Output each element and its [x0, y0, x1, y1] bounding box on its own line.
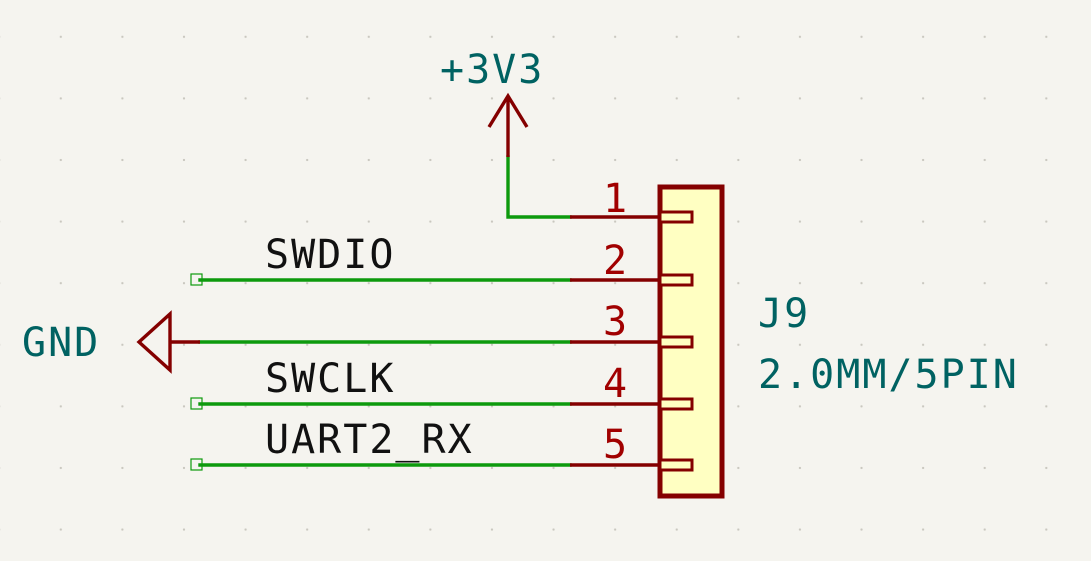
net-label-swdio[interactable]: SWDIO	[265, 232, 395, 278]
wire-end-marker	[190, 397, 203, 410]
pin-number-1: 1	[603, 176, 627, 222]
ground-symbol[interactable]	[136, 310, 200, 374]
net-label-swclk[interactable]: SWCLK	[265, 356, 395, 402]
pin-number-2: 2	[603, 238, 627, 284]
connector-value[interactable]: 2.0MM/5PIN	[758, 352, 1019, 398]
wire-end-marker	[190, 458, 203, 471]
ground-label: GND	[22, 320, 100, 366]
power-label-3v3: +3V3	[440, 47, 544, 93]
pin-number-5: 5	[603, 422, 627, 468]
net-label-uart2-rx[interactable]: UART2_RX	[265, 417, 474, 463]
wire-end-marker	[190, 273, 203, 286]
wire-3v3[interactable]	[506, 155, 572, 219]
pin-number-3: 3	[603, 299, 627, 345]
connector-pin-stubs	[658, 210, 694, 472]
pin-number-4: 4	[603, 361, 627, 407]
connector-reference[interactable]: J9	[758, 291, 810, 337]
power-symbol-3v3[interactable]	[487, 92, 529, 157]
